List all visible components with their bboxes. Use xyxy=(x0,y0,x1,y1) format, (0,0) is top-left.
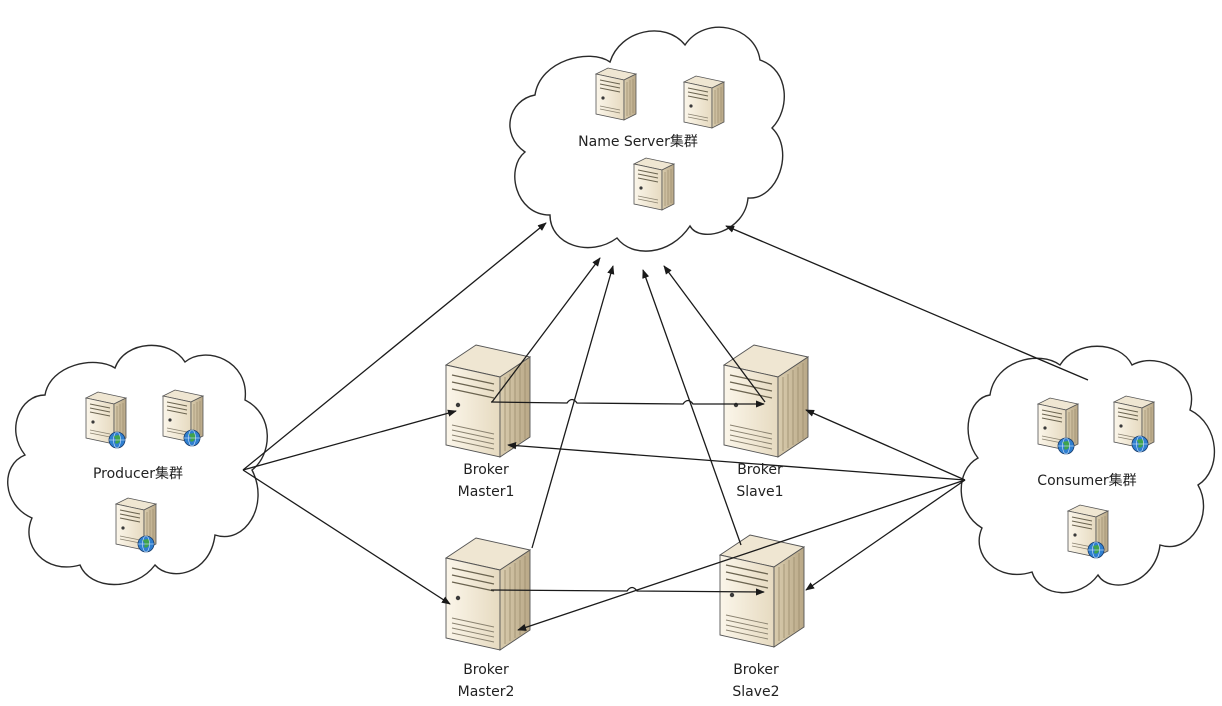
broker-master1-label-line1: Broker xyxy=(463,462,509,478)
edge-master1-nameserver xyxy=(491,257,601,403)
broker-master1-label-line2: Master1 xyxy=(458,484,515,500)
edge-slave2-nameserver xyxy=(642,269,742,546)
edge-producer-master2 xyxy=(242,469,451,605)
edge-consumer-master1 xyxy=(507,442,966,481)
edge-consumer-slave1 xyxy=(805,409,966,481)
name-server-cluster-label: Name Server集群 xyxy=(578,133,698,150)
edge-master2-nameserver xyxy=(531,265,615,549)
broker-master2-label-line2: Master2 xyxy=(458,684,515,700)
consumer-cloud xyxy=(960,345,1216,594)
connections xyxy=(242,222,1089,631)
server-globe-icon xyxy=(85,391,127,449)
server-icon xyxy=(633,157,675,211)
broker-master2-icon xyxy=(445,537,531,651)
broker-slave1-icon xyxy=(723,344,809,458)
broker-slave2-label-line2: Slave2 xyxy=(732,684,779,700)
server-globe-icon xyxy=(1037,397,1079,455)
broker-slave1-label-line2: Slave1 xyxy=(736,484,783,500)
server-globe-icon xyxy=(1113,395,1155,453)
consumer-cluster-label: Consumer集群 xyxy=(1037,472,1136,489)
producer-cluster-label: Producer集群 xyxy=(93,465,183,482)
edge-master1-slave1 xyxy=(490,398,765,408)
broker-master1-icon xyxy=(445,344,531,458)
edge-master2-slave2 xyxy=(490,586,765,596)
server-icon xyxy=(595,67,637,121)
edge-producer-nameserver xyxy=(242,222,547,471)
edge-consumer-master2 xyxy=(517,479,966,631)
edge-consumer-slave2 xyxy=(805,479,966,591)
server-icon xyxy=(683,75,725,129)
broker-master2-label-line1: Broker xyxy=(463,662,509,678)
edge-consumer-nameserver xyxy=(725,225,1089,381)
edge-producer-master1 xyxy=(242,409,457,471)
server-globe-icon xyxy=(115,497,157,553)
server-globe-icon xyxy=(1067,504,1109,559)
broker-slave2-label-line1: Broker xyxy=(733,662,779,678)
broker-slave2-icon xyxy=(719,534,805,648)
broker-slave1-label-line1: Broker xyxy=(737,462,783,478)
server-globe-icon xyxy=(162,389,204,447)
edge-slave1-nameserver xyxy=(663,265,766,403)
